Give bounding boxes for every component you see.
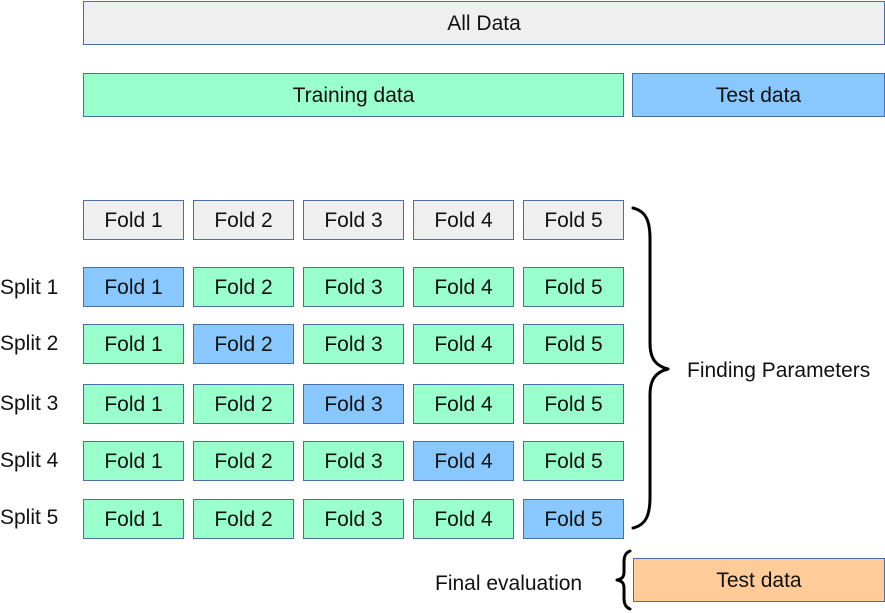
fold-header-5: Fold 5 <box>523 200 624 240</box>
split-1-fold-5: Fold 5 <box>523 267 624 307</box>
final-evaluation-label: Final evaluation <box>435 572 583 595</box>
split-2-label: Split 2 <box>0 332 59 355</box>
split-1-fold-3: Fold 3 <box>303 267 404 307</box>
split-2-fold-5: Fold 5 <box>523 324 624 364</box>
split-5-fold-4: Fold 4 <box>413 499 514 539</box>
split-4-fold-4: Fold 4 <box>413 441 514 481</box>
split-3-fold-3: Fold 3 <box>303 384 404 424</box>
split-5-label: Split 5 <box>0 506 59 529</box>
split-2-fold-1: Fold 1 <box>83 324 184 364</box>
split-2-fold-4: Fold 4 <box>413 324 514 364</box>
fold-header-3: Fold 3 <box>303 200 404 240</box>
test-data-box: Test data <box>632 73 885 117</box>
split-4-label: Split 4 <box>0 449 59 472</box>
split-1-fold-4: Fold 4 <box>413 267 514 307</box>
split-1-fold-2: Fold 2 <box>193 267 294 307</box>
split-3-fold-4: Fold 4 <box>413 384 514 424</box>
all-data-box: All Data <box>83 1 885 45</box>
final-test-data-box: Test data <box>633 558 885 602</box>
split-4-fold-1: Fold 1 <box>83 441 184 481</box>
split-3-fold-5: Fold 5 <box>523 384 624 424</box>
final-evaluation-brace <box>615 549 632 611</box>
split-2-fold-3: Fold 3 <box>303 324 404 364</box>
split-5-fold-2: Fold 2 <box>193 499 294 539</box>
split-3-fold-1: Fold 1 <box>83 384 184 424</box>
split-5-fold-3: Fold 3 <box>303 499 404 539</box>
split-1-label: Split 1 <box>0 276 59 299</box>
split-4-fold-2: Fold 2 <box>193 441 294 481</box>
finding-parameters-brace <box>631 206 670 530</box>
split-2-fold-2: Fold 2 <box>193 324 294 364</box>
split-5-fold-5: Fold 5 <box>523 499 624 539</box>
split-4-fold-3: Fold 3 <box>303 441 404 481</box>
split-5-fold-1: Fold 1 <box>83 499 184 539</box>
split-3-fold-2: Fold 2 <box>193 384 294 424</box>
split-3-label: Split 3 <box>0 392 59 415</box>
fold-header-2: Fold 2 <box>193 200 294 240</box>
training-data-box: Training data <box>83 73 624 117</box>
fold-header-1: Fold 1 <box>83 200 184 240</box>
fold-header-4: Fold 4 <box>413 200 514 240</box>
split-4-fold-5: Fold 5 <box>523 441 624 481</box>
split-1-fold-1: Fold 1 <box>83 267 184 307</box>
finding-parameters-label: Finding Parameters <box>687 359 871 382</box>
